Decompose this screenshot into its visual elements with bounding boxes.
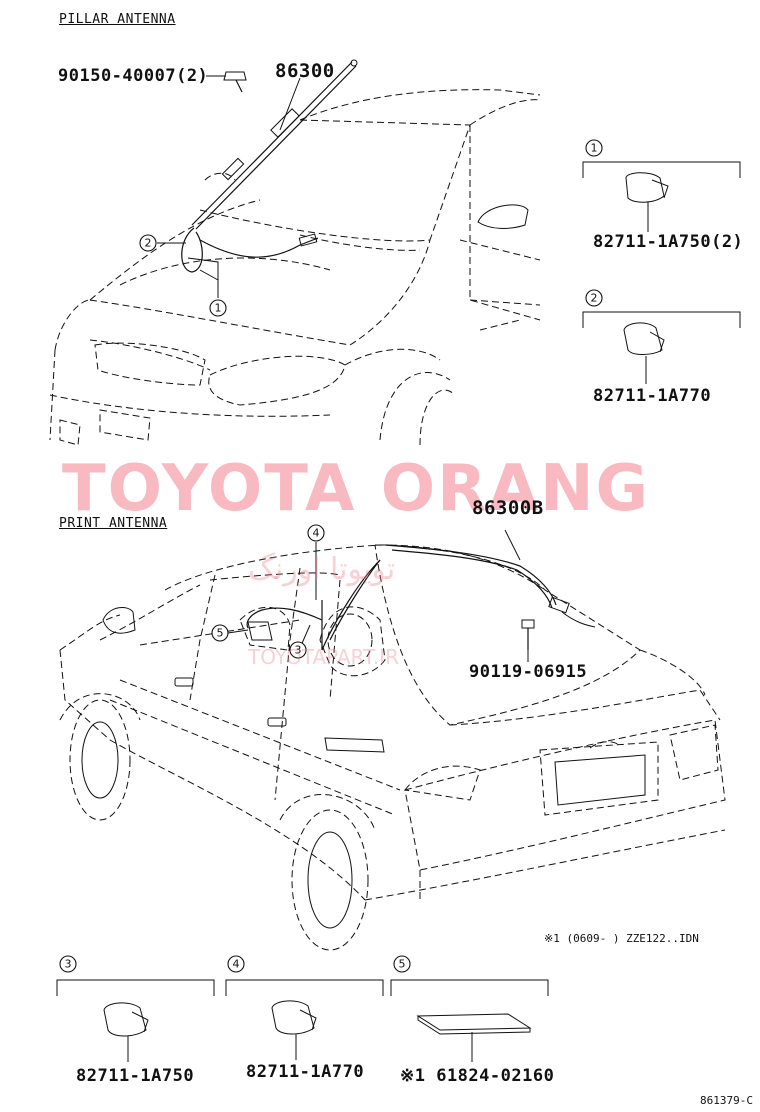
part-number-82711-1a770-top[interactable]: 82711-1A770: [593, 386, 712, 406]
applicability-note: ※1 (0609- ) ZZE122..IDN: [544, 932, 699, 945]
rear-car-illustration: [59, 544, 726, 951]
svg-text:3: 3: [65, 958, 72, 971]
svg-text:1: 1: [591, 142, 598, 155]
svg-text:4: 4: [233, 958, 240, 971]
watermark-brand: TOYOTA ORANG: [62, 452, 651, 526]
callout-1-top: 1: [209, 299, 227, 317]
panel-3: 3: [56, 955, 215, 1062]
part-number-82711-1a750-2[interactable]: 82711-1A750(2): [593, 232, 744, 252]
svg-text:1: 1: [215, 302, 222, 315]
part-number-90119-06915[interactable]: 90119-06915: [469, 662, 588, 682]
pillar-antenna-assembly: [157, 59, 358, 298]
part-number-82711-1a770[interactable]: 82711-1A770: [246, 1062, 365, 1082]
panel-2: 2: [582, 289, 741, 384]
part-number-86300[interactable]: 86300: [275, 60, 335, 82]
watermark-url: TOYOTAPART.IR: [248, 645, 399, 669]
section-title-pillar-antenna: PILLAR ANTENNA: [59, 12, 176, 27]
svg-text:5: 5: [399, 958, 406, 971]
callout-4-main: 4: [307, 524, 325, 542]
svg-text:3: 3: [295, 644, 302, 657]
panel-5: 5: [390, 955, 549, 1062]
figure-code: 861379-C: [700, 1094, 753, 1107]
callout-3-main: 3: [289, 641, 307, 659]
callout-2-top: 2: [139, 234, 157, 252]
print-antenna-assembly: [227, 529, 596, 662]
panel-4: 4: [225, 955, 384, 1060]
part-number-61824-02160[interactable]: ※1 61824-02160: [400, 1066, 555, 1086]
front-car-illustration: [49, 89, 541, 446]
panel-1: 1: [582, 139, 741, 232]
part-number-90150-40007[interactable]: 90150-40007(2): [58, 66, 209, 86]
callout-5-main: 5: [211, 624, 229, 642]
svg-text:2: 2: [591, 292, 598, 305]
svg-text:5: 5: [217, 627, 224, 640]
part-number-86300b[interactable]: 86300B: [472, 497, 544, 519]
section-title-print-antenna: PRINT ANTENNA: [59, 516, 168, 531]
svg-text:2: 2: [145, 237, 152, 250]
watermark-persian: تویوتا اورنگ: [248, 552, 396, 587]
svg-text:4: 4: [313, 527, 320, 540]
part-number-82711-1a750[interactable]: 82711-1A750: [76, 1066, 195, 1086]
